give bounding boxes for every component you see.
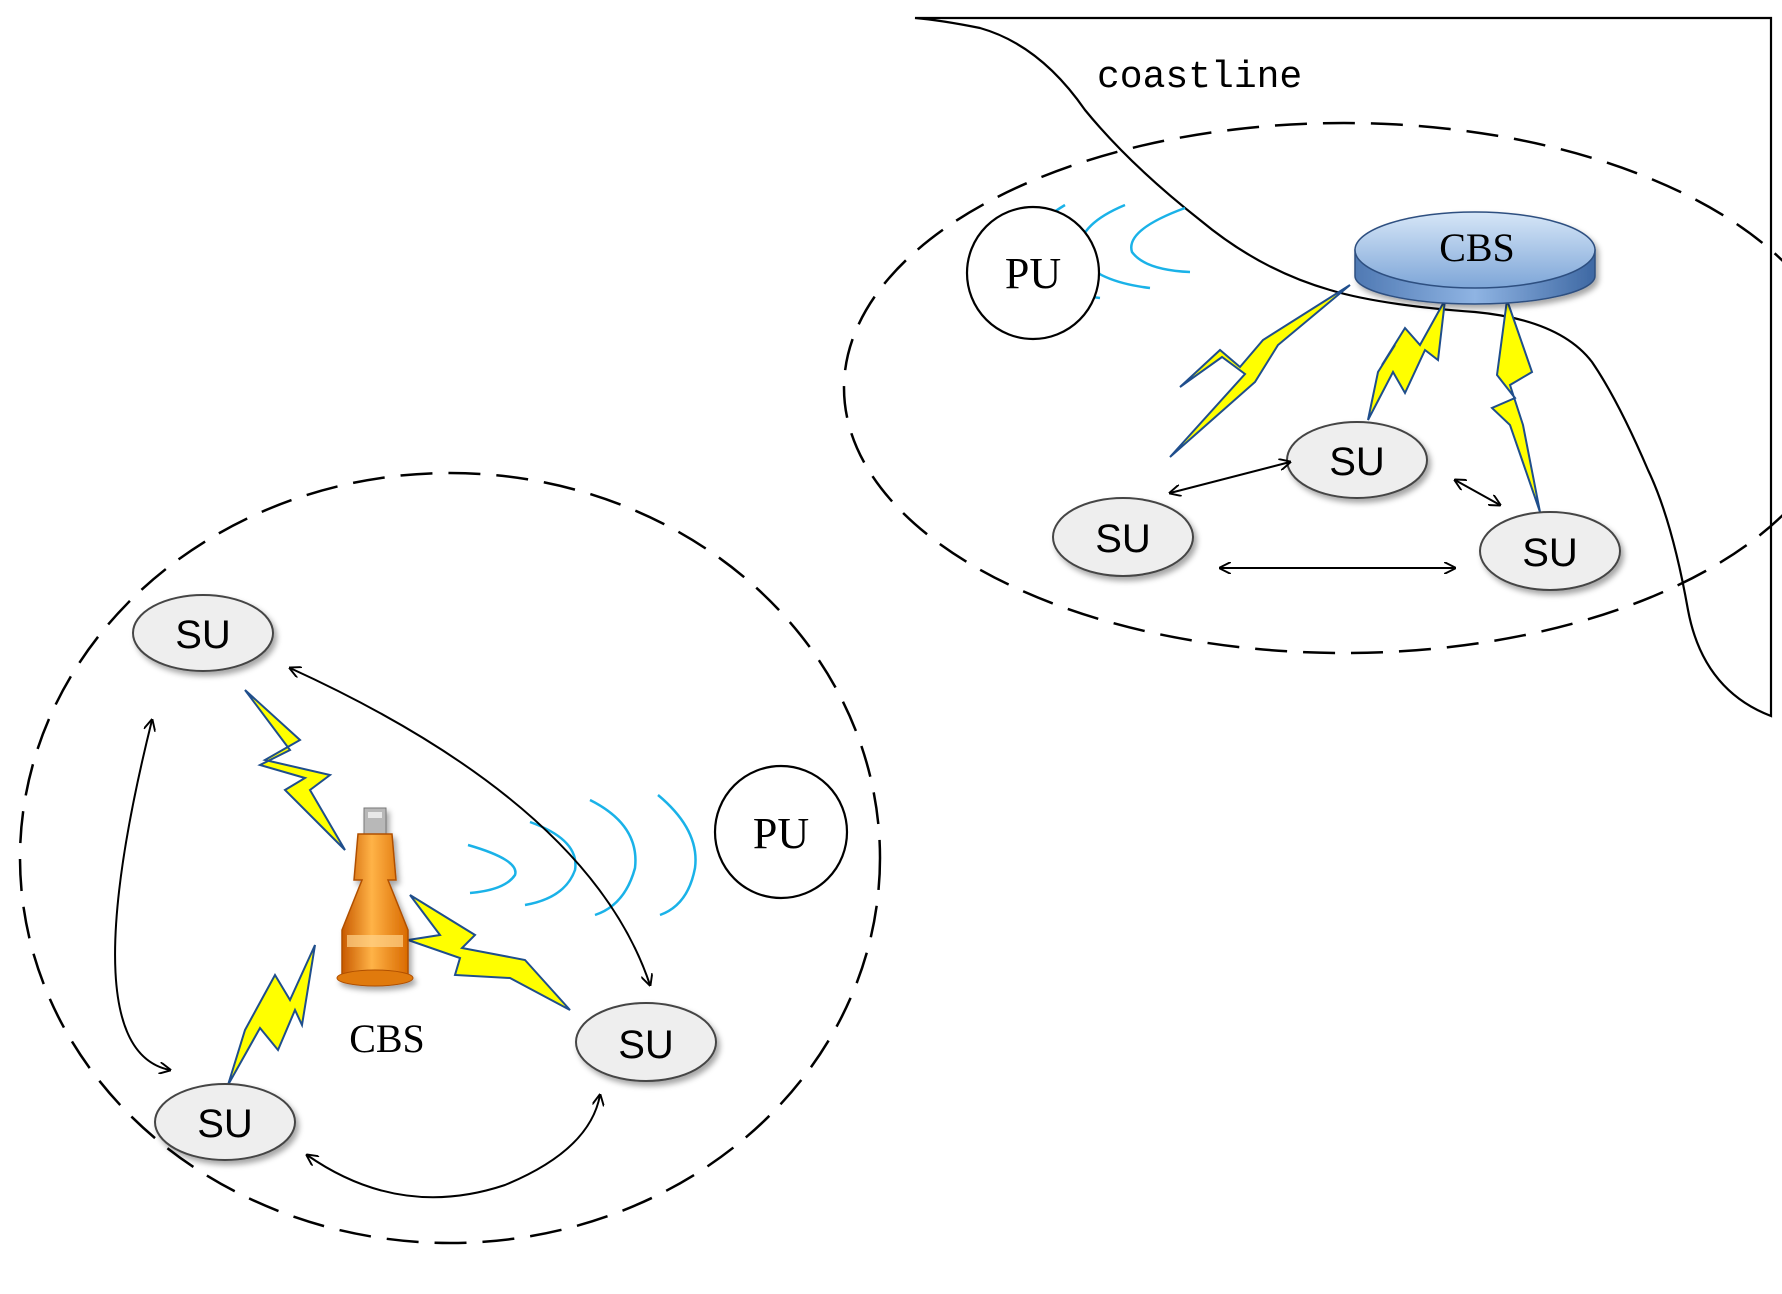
- tower-icon: [336, 807, 414, 987]
- bolt-icon: [244, 689, 346, 851]
- two-way-arrow: [307, 1095, 600, 1199]
- left-su-node: [154, 1083, 296, 1161]
- two-way-arrow: [114, 720, 170, 1070]
- left-cell: PU CBS SU SU SU: [18, 471, 882, 1245]
- left-su-label: SU: [197, 1102, 253, 1146]
- coastline-boundary: [914, 16, 1773, 718]
- left-su-node: [132, 594, 274, 672]
- left-cbs-label: CBS: [349, 1016, 425, 1061]
- left-primary-user: PU: [713, 764, 849, 900]
- bolt-icon: [227, 944, 316, 1086]
- right-su-node: [1052, 497, 1194, 577]
- two-way-arrow: [1170, 462, 1290, 493]
- left-radio-waves: [467, 794, 697, 917]
- right-wireless-links: [1169, 284, 1541, 513]
- two-way-arrow: [1455, 480, 1500, 505]
- right-su-node: [1479, 511, 1621, 591]
- right-coverage-boundary: [842, 121, 1782, 655]
- right-su-links: [1170, 462, 1500, 568]
- right-pu-label: PU: [1005, 249, 1061, 298]
- left-su-label: SU: [175, 613, 231, 657]
- right-su-label: SU: [1095, 517, 1151, 561]
- left-su-label: SU: [618, 1023, 674, 1067]
- left-su-node: [575, 1002, 717, 1082]
- bolt-icon: [1367, 299, 1446, 421]
- right-cbs-label: CBS: [1439, 225, 1515, 270]
- left-su-links: [114, 668, 650, 1199]
- left-pu-label: PU: [753, 809, 809, 858]
- right-su-label: SU: [1522, 531, 1578, 575]
- right-su-label: SU: [1329, 440, 1385, 484]
- bolt-icon: [407, 894, 571, 1011]
- coastline-label: coastline: [1097, 56, 1302, 99]
- left-coverage-boundary: [18, 471, 882, 1245]
- bolt-icon: [1490, 299, 1541, 513]
- right-primary-user: PU: [965, 205, 1101, 341]
- disc-station-icon: [1354, 211, 1596, 305]
- right-cell: coastline PU CBS SU: [842, 16, 1782, 718]
- two-way-arrow: [290, 668, 650, 985]
- bolt-icon: [1169, 284, 1351, 458]
